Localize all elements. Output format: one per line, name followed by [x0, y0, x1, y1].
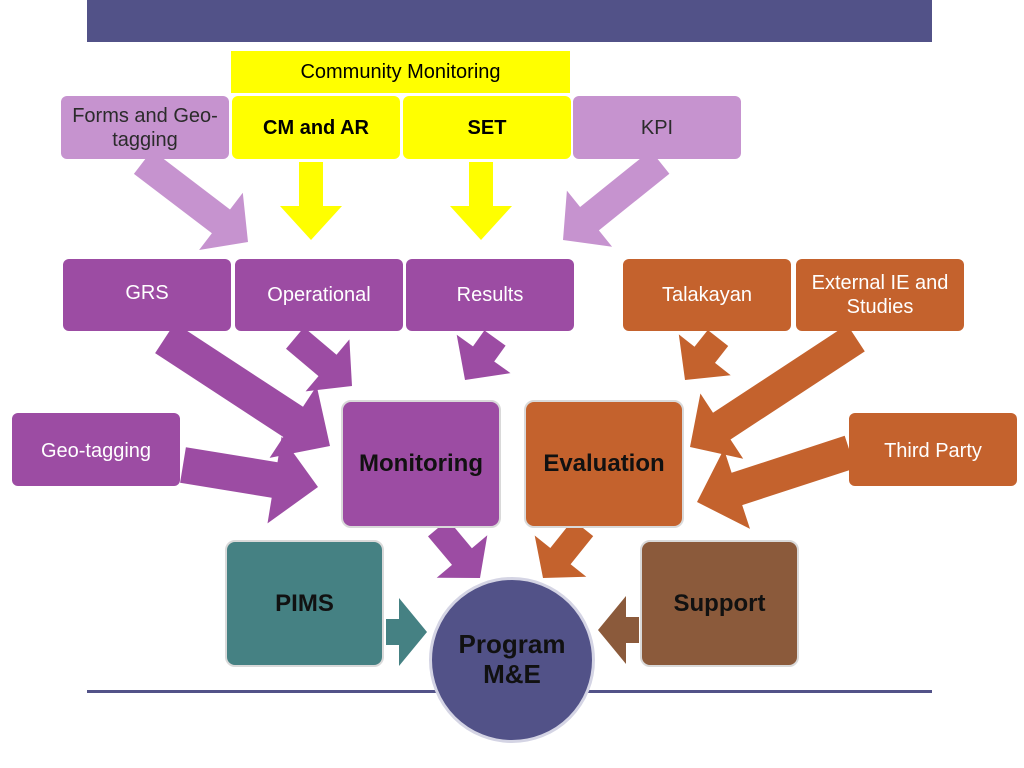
monitoring-box: Monitoring	[341, 400, 501, 528]
program-me-circle: Program M&E	[429, 577, 595, 743]
support-box: Support	[640, 540, 799, 667]
results-box: Results	[406, 259, 574, 331]
operational-to-monitoring-arrow	[286, 327, 352, 392]
external-ie-box: External IE and Studies	[796, 259, 964, 331]
set-to-results-arrow	[450, 162, 512, 240]
third-party-box: Third Party	[849, 413, 1017, 486]
pims-box: PIMS	[225, 540, 384, 667]
header-banner	[87, 0, 932, 42]
set-box: SET	[403, 96, 571, 159]
geotagging-to-monitoring-arrow	[180, 436, 318, 524]
operational-box: Operational	[235, 259, 403, 331]
cmar-to-operational-arrow	[280, 162, 342, 240]
forms-geotagging-box: Forms and Geo-tagging	[61, 96, 229, 159]
community-monitoring-box: Community Monitoring	[231, 51, 570, 93]
thirdparty-to-evaluation-arrow	[697, 435, 856, 529]
results-to-monitoring-arrow	[456, 330, 511, 380]
pims-to-program-arrow	[386, 598, 427, 666]
kpi-to-results-arrow	[563, 150, 670, 247]
talakayan-box: Talakayan	[623, 259, 791, 331]
grs-to-monitoring-arrow	[155, 322, 330, 458]
monitoring-to-program-arrow	[428, 519, 488, 578]
support-to-program-arrow	[598, 596, 639, 664]
kpi-box: KPI	[573, 96, 741, 159]
cm-ar-box: CM and AR	[232, 96, 400, 159]
evaluation-to-program-arrow	[534, 519, 594, 578]
forms-to-operational-arrow	[133, 150, 248, 250]
program-me-label: Program M&E	[458, 629, 566, 689]
external-to-evaluation-arrow	[690, 324, 865, 459]
grs-box: GRS	[63, 259, 231, 331]
evaluation-box: Evaluation	[524, 400, 684, 528]
geo-tagging-box: Geo-tagging	[12, 413, 180, 486]
talakayan-to-evaluation-arrow	[678, 330, 731, 380]
